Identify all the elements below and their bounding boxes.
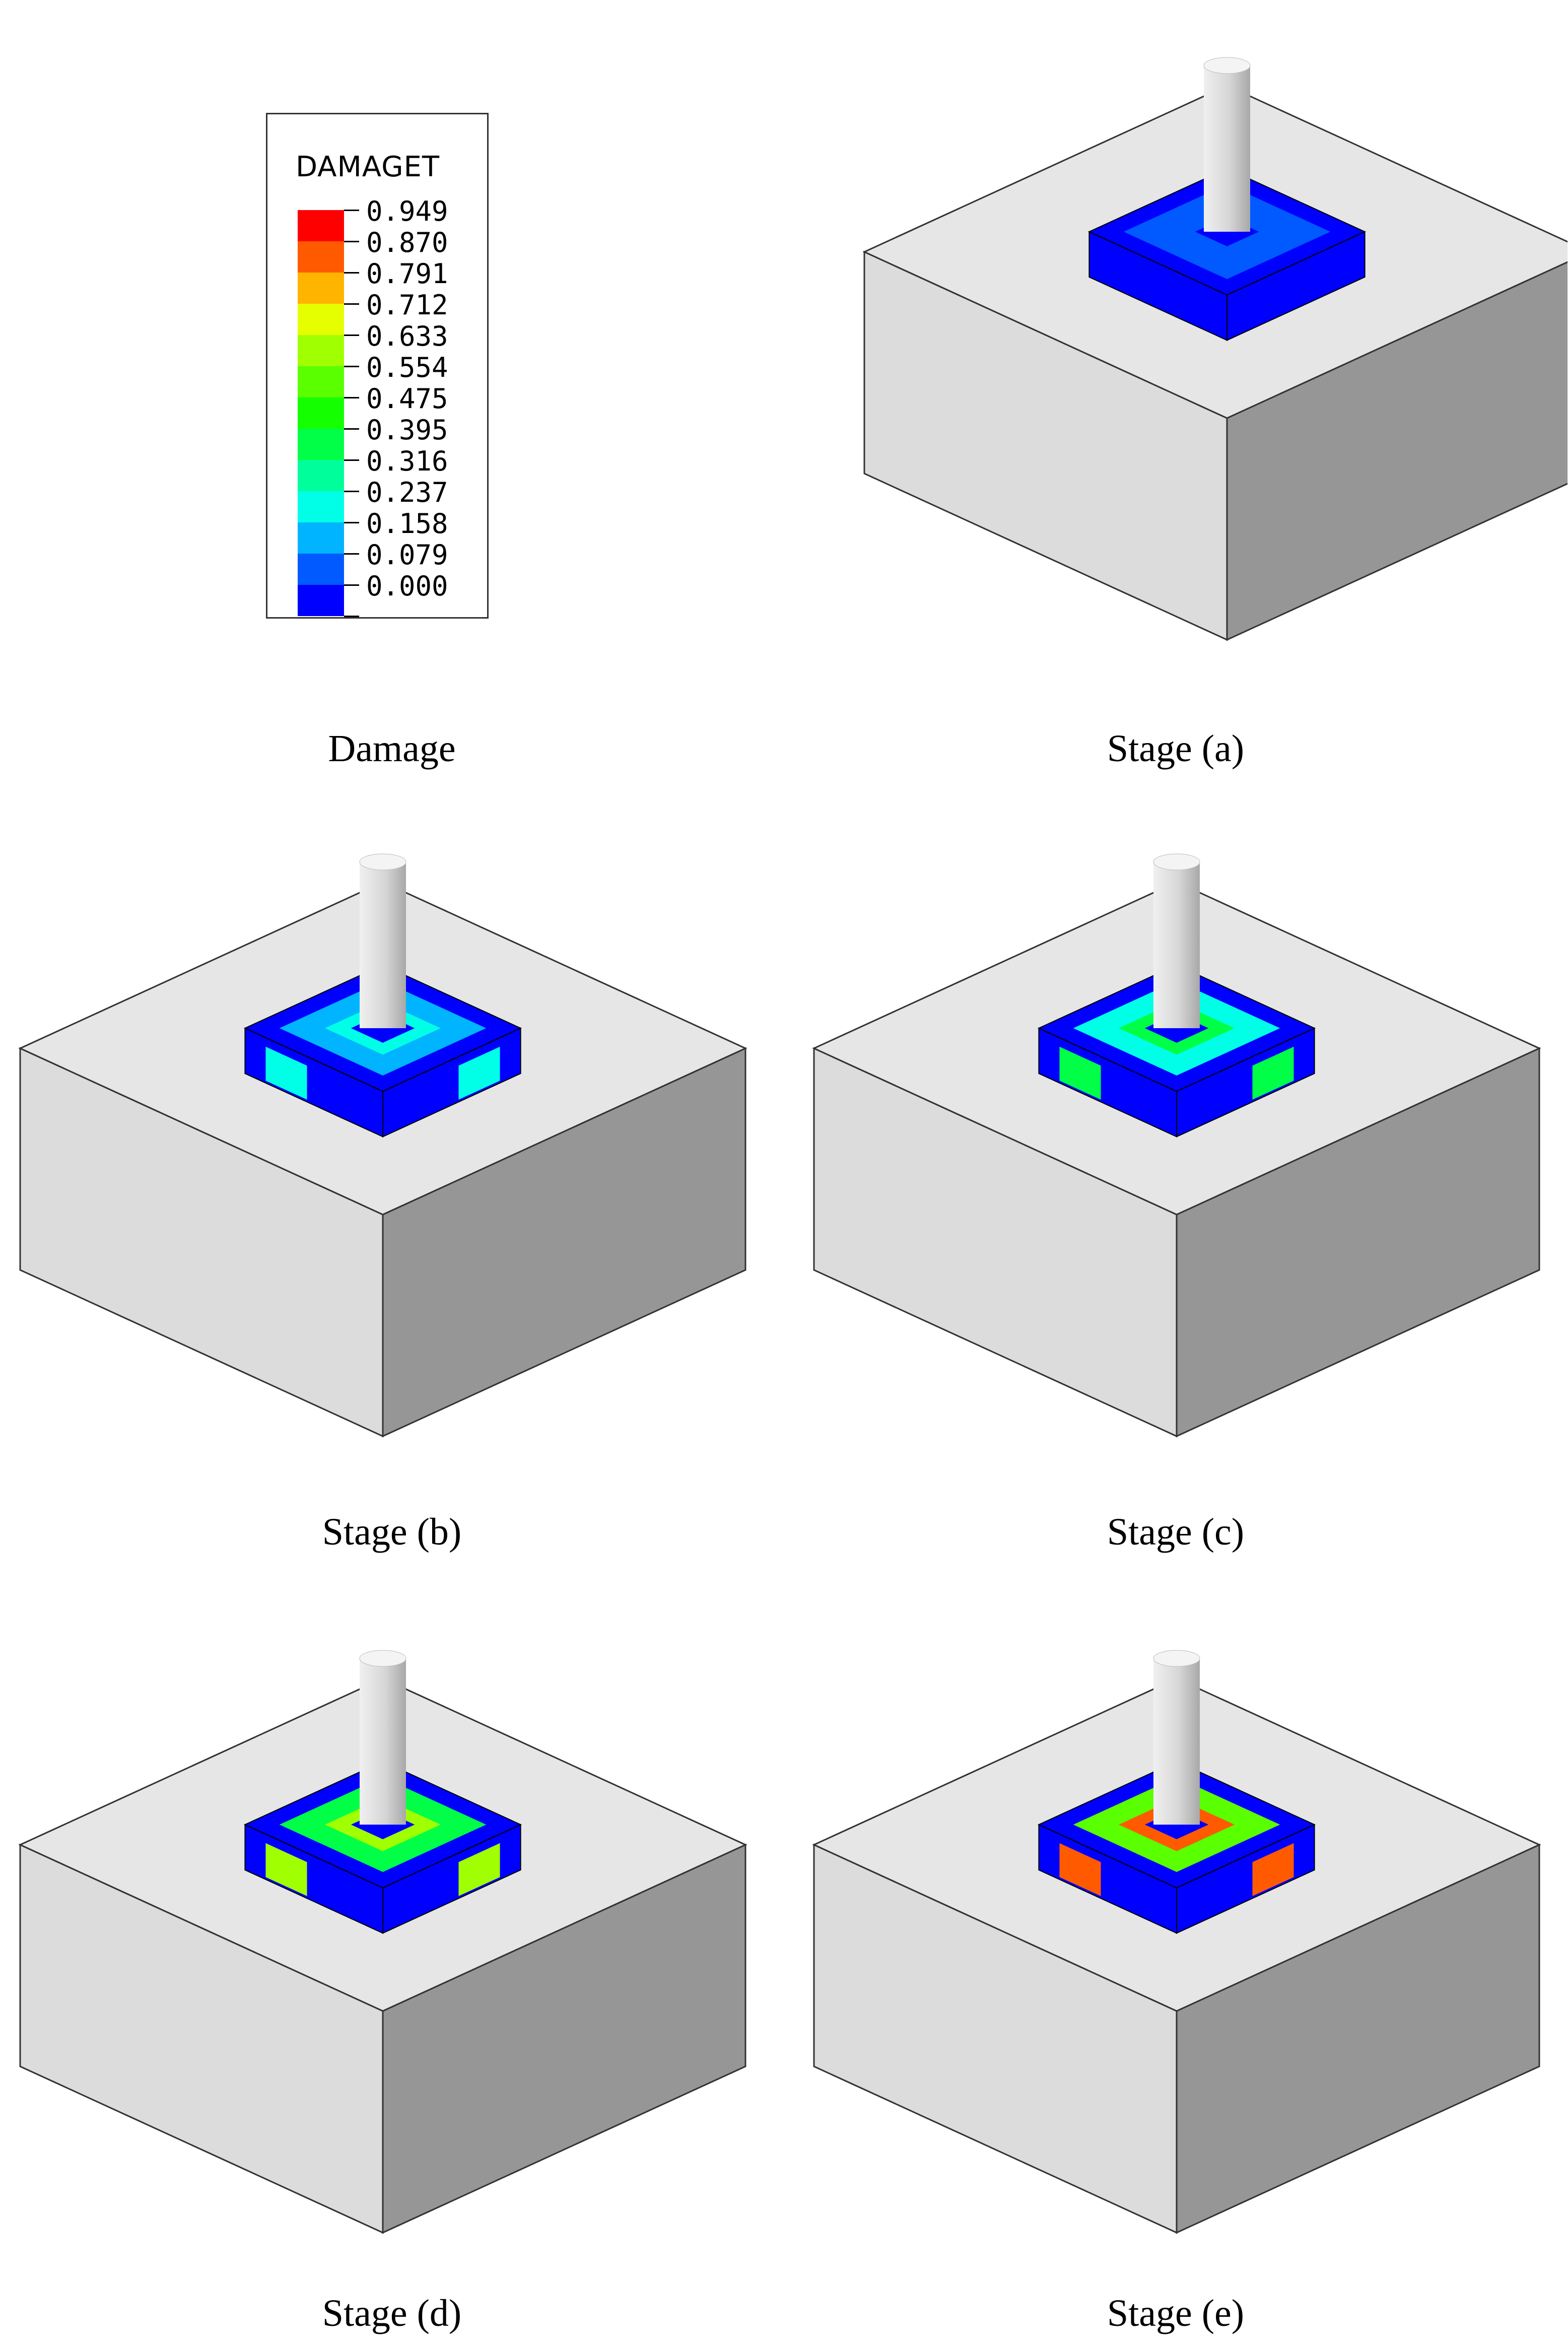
legend-tick <box>344 584 359 586</box>
cap-side-damage-right <box>1252 1046 1294 1100</box>
legend-swatch <box>298 460 344 491</box>
legend-swatch <box>298 210 344 241</box>
cap-side-damage-left <box>1059 1843 1101 1896</box>
legend-label: 0.237 <box>366 477 448 508</box>
legend-tick <box>344 553 359 555</box>
pile-top <box>1203 57 1251 74</box>
pile-shaft <box>1204 65 1250 232</box>
legend-swatch <box>298 304 344 335</box>
panel-caption-stage-c: Stage (c) <box>1107 1511 1245 1553</box>
legend-label: 0.475 <box>366 383 448 415</box>
legend-tick <box>344 272 359 274</box>
legend-label: 0.395 <box>366 414 448 446</box>
panel-caption-damage: Damage <box>328 727 456 770</box>
block-model-stage-a <box>862 57 1567 641</box>
legend-swatch <box>298 429 344 460</box>
panel-stage-b: Stage (b) <box>0 781 784 1563</box>
pile-shaft <box>1153 862 1200 1028</box>
legend-label: 0.000 <box>366 570 448 602</box>
pile-top <box>359 853 406 870</box>
pile-top <box>1153 853 1200 870</box>
panel-stage-a: Stage (a) <box>784 0 1567 781</box>
legend-label: 0.079 <box>366 539 448 571</box>
legend-label: 0.316 <box>366 445 448 477</box>
legend-label: 0.712 <box>366 289 448 321</box>
legend-swatch <box>298 397 344 429</box>
legend-tick <box>344 491 359 492</box>
legend-tick <box>344 397 359 398</box>
block-model-stage-b <box>18 853 747 1438</box>
pile-shaft <box>360 862 406 1028</box>
pile-shaft <box>1153 1658 1200 1825</box>
legend-label: 0.949 <box>366 195 448 227</box>
legend-swatch <box>298 554 344 585</box>
cap-side-damage-left <box>265 1843 307 1896</box>
legend-label: 0.554 <box>366 352 448 383</box>
legend-tick <box>344 522 359 523</box>
block-model-stage-e <box>812 1650 1541 2234</box>
legend-tick <box>344 334 359 336</box>
cap-side-damage-left <box>1059 1046 1101 1100</box>
block-model-stage-c <box>812 853 1541 1438</box>
legend-swatch <box>298 366 344 397</box>
panel-stage-d: Stage (d) <box>0 1563 784 2344</box>
pile-shaft <box>360 1658 406 1825</box>
legend-tick <box>344 303 359 305</box>
legend-tick <box>344 616 359 617</box>
panel-caption-stage-e: Stage (e) <box>1107 2292 1245 2334</box>
panel-stage-e: Stage (e) <box>784 1563 1567 2344</box>
cap-side-damage-right <box>458 1843 500 1896</box>
panel-stage-c: Stage (c) <box>784 781 1567 1563</box>
pile-top <box>359 1650 406 1667</box>
panel-caption-stage-b: Stage (b) <box>322 1511 462 1553</box>
legend-label: 0.791 <box>366 258 448 290</box>
legend-swatch <box>298 522 344 554</box>
panel-caption-stage-a: Stage (a) <box>1107 727 1245 770</box>
panel-caption-stage-d: Stage (d) <box>322 2292 462 2334</box>
legend-swatch <box>298 241 344 273</box>
cap-side-damage-left <box>265 1046 307 1100</box>
legend-tick <box>344 366 359 367</box>
legend-swatch <box>298 585 344 616</box>
legend-tick <box>344 241 359 242</box>
legend-swatch <box>298 491 344 522</box>
legend-swatch <box>298 335 344 366</box>
cap-side-damage-right <box>458 1046 500 1100</box>
legend-label: 0.158 <box>366 508 448 540</box>
legend-tick <box>344 428 359 430</box>
legend-label: 0.870 <box>366 227 448 258</box>
pile-top <box>1153 1650 1200 1667</box>
block-model-stage-d <box>18 1650 747 2234</box>
legend-title: DAMAGET <box>296 151 440 183</box>
legend-tick <box>344 459 359 461</box>
legend-label: 0.633 <box>366 320 448 352</box>
legend-tick <box>344 210 359 211</box>
legend-swatch <box>298 273 344 304</box>
cap-side-damage-right <box>1252 1843 1294 1896</box>
